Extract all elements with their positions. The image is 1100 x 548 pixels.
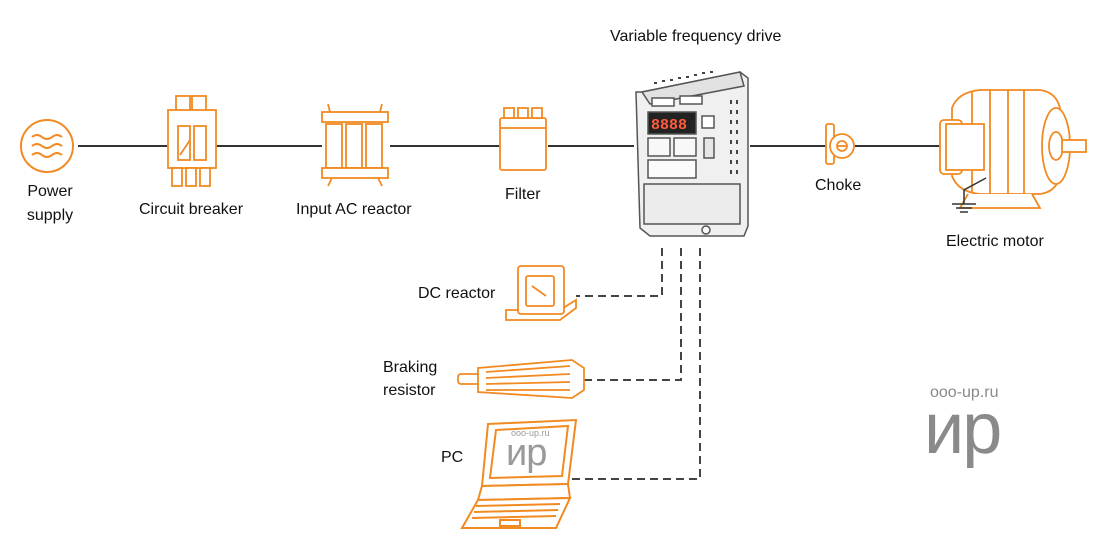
vfd-vents [654,71,738,174]
label-electric-motor: Electric motor [946,233,1044,250]
filter-icon [499,107,547,171]
label-power-supply: Power supply [26,183,74,224]
laptop-screen-url: ooo-up.ru [511,428,550,438]
label-choke: Choke [815,177,862,194]
electric-motor-icon [939,89,1087,209]
braking-resistor-icon [457,359,585,399]
laptop-icon [460,418,578,529]
label-filter: Filter [505,186,541,203]
laptop-screen-logo: ир [506,432,547,474]
dc-reactor-icon [505,265,577,321]
ac-source-icon [20,119,74,173]
choke-icon [825,123,855,165]
diagram-title: Variable frequency drive [610,28,782,45]
circuit-breaker-icon [167,95,217,187]
aux-connections [566,248,701,480]
label-input-ac-reactor: Input AC reactor [296,201,412,218]
label-circuit-breaker: Circuit breaker [139,201,244,218]
label-pc: PC [441,449,464,466]
watermark-url: ooo-up.ru [930,384,999,401]
watermark-logo: ир [924,389,1002,469]
ac-reactor-icon [321,103,389,187]
label-dc-reactor: DC reactor [418,285,496,302]
ground-icon [952,177,987,213]
label-braking-resistor: Braking resistor [383,359,438,399]
vfd-display-digits: 8888 [651,117,687,134]
vfd-icon [635,71,749,237]
